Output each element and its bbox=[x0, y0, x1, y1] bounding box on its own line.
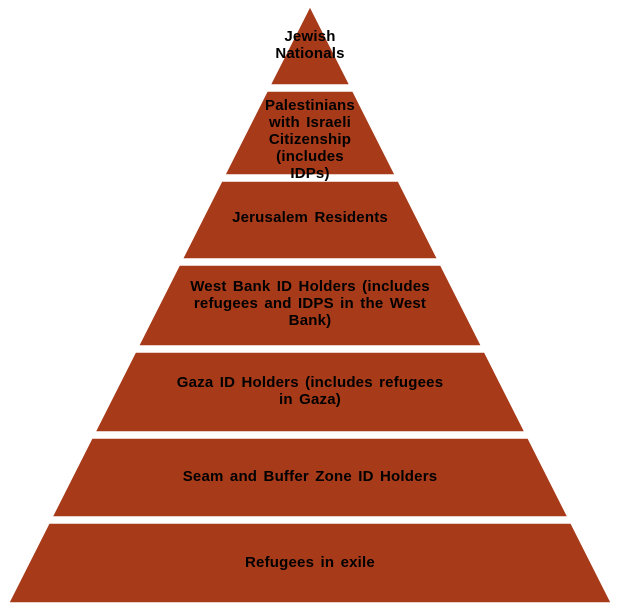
pyramid-tier-shape-4 bbox=[135, 262, 485, 349]
pyramid-tier-shape-7 bbox=[5, 520, 615, 606]
pyramid-tier-shape-3 bbox=[178, 178, 442, 262]
tier-label-gaza-id-holders: Gaza ID Holders (includes refugees in Ga… bbox=[176, 374, 444, 408]
tier-label-west-bank-id-holders: West Bank ID Holders (includes refugees … bbox=[190, 278, 430, 329]
pyramid-tier-shape-5 bbox=[91, 349, 529, 435]
pyramid-tier-shape-2 bbox=[221, 88, 399, 178]
tier-label-palestinians-israeli-citizenship: Palestinians with Israeli Citizenship (i… bbox=[265, 97, 355, 182]
tier-label-refugees-in-exile: Refugees in exile bbox=[245, 554, 375, 571]
pyramid-tier-shape-6 bbox=[48, 435, 572, 520]
pyramid-tier-shape-1 bbox=[266, 2, 354, 88]
tier-label-jewish-nationals: Jewish Nationals bbox=[275, 28, 345, 62]
tier-label-jerusalem-residents: Jerusalem Residents bbox=[232, 209, 388, 226]
tier-label-seam-buffer-zone-id-holders: Seam and Buffer Zone ID Holders bbox=[182, 468, 438, 485]
